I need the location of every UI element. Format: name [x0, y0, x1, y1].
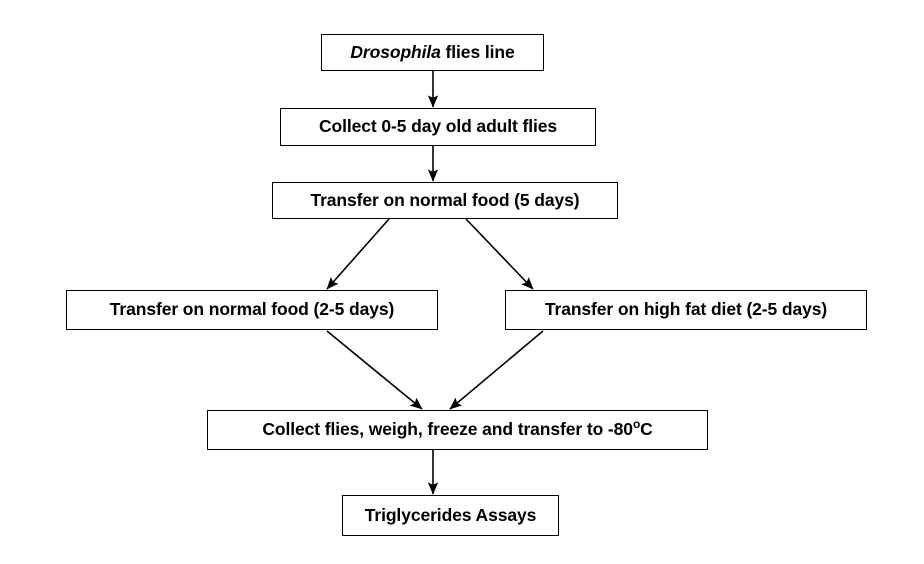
node-collect-adults-label: Collect 0-5 day old adult flies	[318, 116, 558, 137]
node-normal-food-2-5days-label: Transfer on normal food (2-5 days)	[109, 299, 395, 320]
node-normal-food-2-5days: Transfer on normal food (2-5 days)	[66, 290, 438, 330]
edge-normal5-to-normal25	[326, 218, 390, 290]
edge-hfd-to-collect	[449, 330, 544, 410]
node-normal-food-5days-label: Transfer on normal food (5 days)	[310, 189, 580, 210]
node-flies-line-emphasis: Drosophila	[350, 41, 441, 62]
node-triglycerides-assays-label: Triglycerides Assays	[364, 504, 537, 525]
edge-normal25-to-collect	[326, 330, 423, 410]
node-collect-weigh-freeze: Collect flies, weigh, freeze and transfe…	[207, 410, 708, 450]
node-high-fat-diet-2-5days: Transfer on high fat diet (2-5 days)	[505, 290, 867, 330]
node-flies-line-rest: flies line	[440, 41, 515, 62]
node-flies-line: Drosophila flies line	[321, 34, 544, 71]
edge-group	[326, 71, 544, 495]
node-collect-adults: Collect 0-5 day old adult flies	[280, 108, 596, 146]
node-flies-line-label: Drosophila flies line	[350, 41, 515, 62]
edge-normal5-to-hfd	[465, 218, 534, 290]
node-collect-weigh-freeze-label: Collect flies, weigh, freeze and transfe…	[262, 418, 653, 440]
node-collect-weigh-freeze-unit: C	[640, 419, 653, 440]
node-triglycerides-assays: Triglycerides Assays	[342, 495, 559, 536]
node-high-fat-diet-2-5days-label: Transfer on high fat diet (2-5 days)	[544, 299, 828, 320]
node-normal-food-5days: Transfer on normal food (5 days)	[272, 182, 618, 219]
node-collect-weigh-freeze-text: Collect flies, weigh, freeze and transfe…	[262, 419, 633, 440]
degree-sign-superscript: o	[632, 417, 641, 432]
